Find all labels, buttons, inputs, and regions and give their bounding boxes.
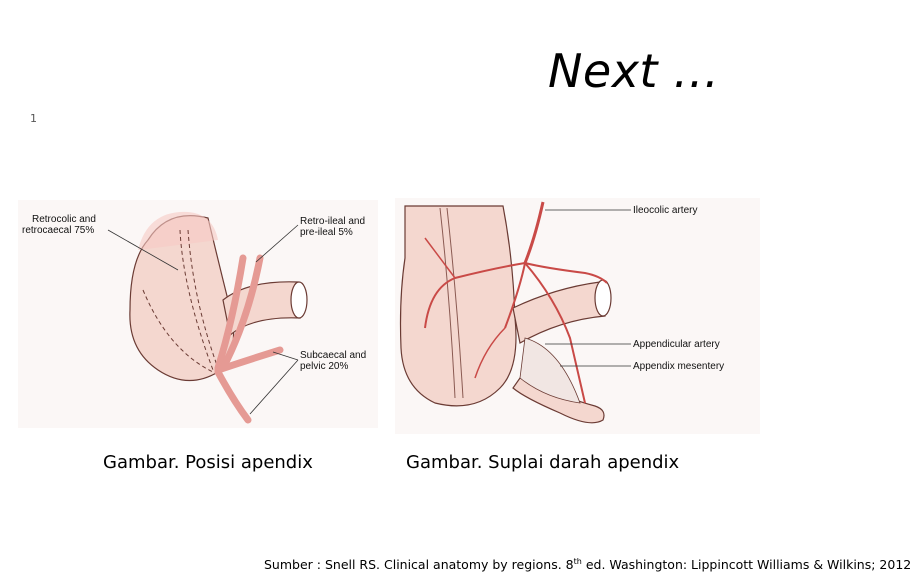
label-retroileal-1: Retro-ileal and <box>300 216 365 227</box>
source-citation: Sumber : Snell RS. Clinical anatomy by r… <box>264 556 911 573</box>
label-appendicular-artery: Appendicular artery <box>633 339 720 350</box>
caption-blood-supply: Gambar. Suplai darah apendix <box>406 452 680 473</box>
caption-appendix-positions: Gambar. Posisi apendix <box>103 452 313 473</box>
label-subcaecal-1: Subcaecal and <box>300 350 366 361</box>
label-retrocolic-1: Retrocolic and <box>32 214 96 225</box>
appendix-blood-supply-illustration: Ileocolic artery Appendicular artery App… <box>395 198 760 434</box>
slide-title: Next … <box>548 44 720 98</box>
source-suffix: ed. Washington: Lippincott Williams & Wi… <box>581 557 911 572</box>
appendix-positions-illustration: Retrocolic and retrocaecal 75% Retro-ile… <box>18 200 378 428</box>
label-ileocolic-artery: Ileocolic artery <box>633 205 697 216</box>
source-superscript: th <box>573 556 582 566</box>
source-prefix: Sumber : Snell RS. Clinical anatomy by r… <box>264 557 574 572</box>
slide-number: 1 <box>30 112 37 125</box>
label-subcaecal-2: pelvic 20% <box>300 361 348 372</box>
label-retrocolic-2: retrocaecal 75% <box>22 225 94 236</box>
label-retroileal-2: pre-ileal 5% <box>300 227 353 238</box>
label-appendix-mesentery: Appendix mesentery <box>633 361 724 372</box>
